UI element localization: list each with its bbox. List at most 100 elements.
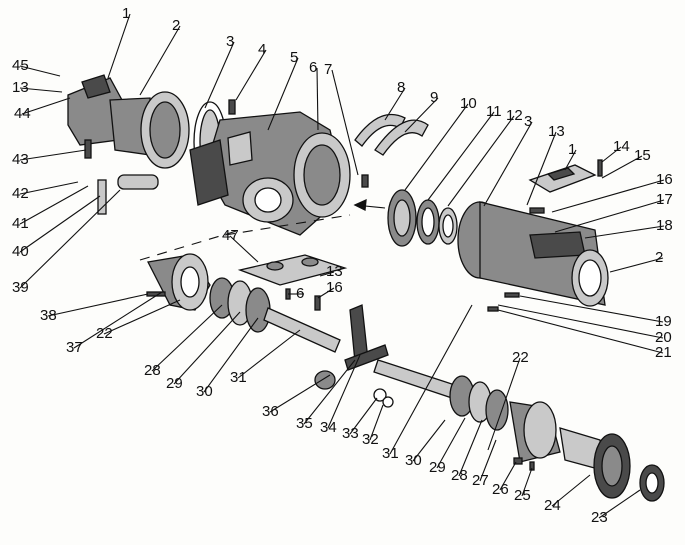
callout-label: 9	[430, 89, 438, 106]
callout-label: 14	[613, 138, 630, 155]
cover-plate-47	[237, 254, 348, 286]
callout-label: 16	[326, 279, 343, 296]
callout-label: 22	[96, 325, 113, 342]
leader-line	[598, 489, 641, 519]
central-housing	[189, 111, 351, 236]
leader-line	[384, 87, 406, 121]
leader-line	[139, 25, 181, 96]
callout-label: 34	[320, 419, 337, 436]
callout-label: 43	[12, 151, 29, 168]
leader-line	[73, 291, 163, 349]
left-axle-housing	[67, 74, 190, 169]
callout-label: 6	[296, 285, 304, 302]
leader-line	[551, 179, 665, 213]
leader-line	[204, 41, 235, 109]
leader-line	[267, 57, 299, 131]
leader-line	[237, 329, 301, 379]
callout-label: 25	[514, 487, 531, 504]
leader-line	[497, 304, 664, 339]
leader-line	[412, 419, 446, 462]
callout-label: 21	[655, 344, 672, 361]
leader-line	[519, 295, 664, 323]
pin-39	[117, 174, 159, 190]
callout-label: 13	[326, 263, 343, 280]
leader-line	[499, 461, 517, 491]
callout-label: 40	[12, 243, 29, 260]
leader-line	[317, 287, 335, 299]
flange-22-right	[509, 401, 561, 463]
callout-label: 15	[634, 147, 651, 164]
leader-line	[269, 374, 331, 413]
leader-line	[47, 293, 149, 317]
callout-label: 30	[196, 383, 213, 400]
callout-label: 3	[524, 113, 532, 130]
leader-line	[497, 309, 664, 354]
callout-label: 3	[226, 33, 234, 50]
callout-label: 32	[362, 431, 379, 448]
callout-label: 13	[548, 123, 565, 140]
flange-37	[147, 253, 211, 311]
callout-label: 5	[290, 49, 298, 66]
leader-line	[19, 87, 63, 93]
callout-label: 12	[506, 107, 523, 124]
callout-label: 31	[382, 445, 399, 462]
callout-label: 36	[262, 403, 279, 420]
bolt-16-right	[529, 207, 545, 214]
leader-line	[436, 417, 466, 469]
leader-line	[369, 404, 384, 441]
callout-label: 8	[397, 79, 405, 96]
callout-label: 11	[486, 103, 502, 120]
leader-line	[107, 13, 131, 79]
callout-label: 20	[655, 329, 672, 346]
leader-line	[19, 195, 101, 253]
leader-line	[151, 304, 223, 372]
leader-line	[601, 146, 622, 163]
callout-label: 45	[12, 57, 29, 74]
callout-label: 37	[66, 339, 83, 356]
leader-line	[19, 65, 61, 77]
leader-line	[303, 359, 356, 425]
leader-line	[21, 97, 71, 115]
leader-line	[584, 225, 665, 239]
callout-label: 22	[512, 349, 529, 366]
lock-26	[513, 457, 523, 465]
callout-label: 30	[405, 452, 422, 469]
callout-label: 17	[656, 191, 673, 208]
callout-label: 33	[342, 425, 359, 442]
callout-label: 1	[122, 5, 130, 22]
leader-line	[173, 311, 241, 385]
callout-label: 24	[544, 497, 561, 514]
bolt-25	[529, 461, 535, 471]
leader-line	[327, 354, 361, 429]
right-axle-housing	[457, 201, 609, 307]
callout-label: 44	[14, 105, 31, 122]
leader-line	[526, 131, 557, 206]
callout-label: 29	[166, 375, 183, 392]
callout-label: 29	[429, 459, 446, 476]
leader-line	[601, 155, 643, 179]
callout-label: 4	[258, 41, 266, 58]
callout-label: 18	[656, 217, 673, 234]
leader-line	[447, 115, 515, 207]
leader-line	[331, 69, 359, 176]
callout-label: 6	[309, 59, 317, 76]
bolt-4	[228, 99, 236, 115]
leader-line	[19, 189, 121, 289]
leader-line	[103, 299, 181, 335]
callout-label: 23	[591, 509, 608, 526]
leader-line	[19, 149, 87, 161]
leader-line	[487, 357, 521, 451]
leader-line	[483, 121, 533, 207]
callout-label: 2	[172, 17, 180, 34]
leader-line	[349, 397, 378, 435]
leader-line	[19, 181, 79, 195]
callout-label: 28	[144, 362, 161, 379]
shim-plate-9	[374, 119, 429, 156]
leader-line	[564, 149, 577, 171]
bolt-16-lower	[314, 295, 321, 311]
callout-label: 28	[451, 467, 468, 484]
callout-label: 19	[655, 313, 672, 330]
callout-label: 39	[12, 279, 29, 296]
